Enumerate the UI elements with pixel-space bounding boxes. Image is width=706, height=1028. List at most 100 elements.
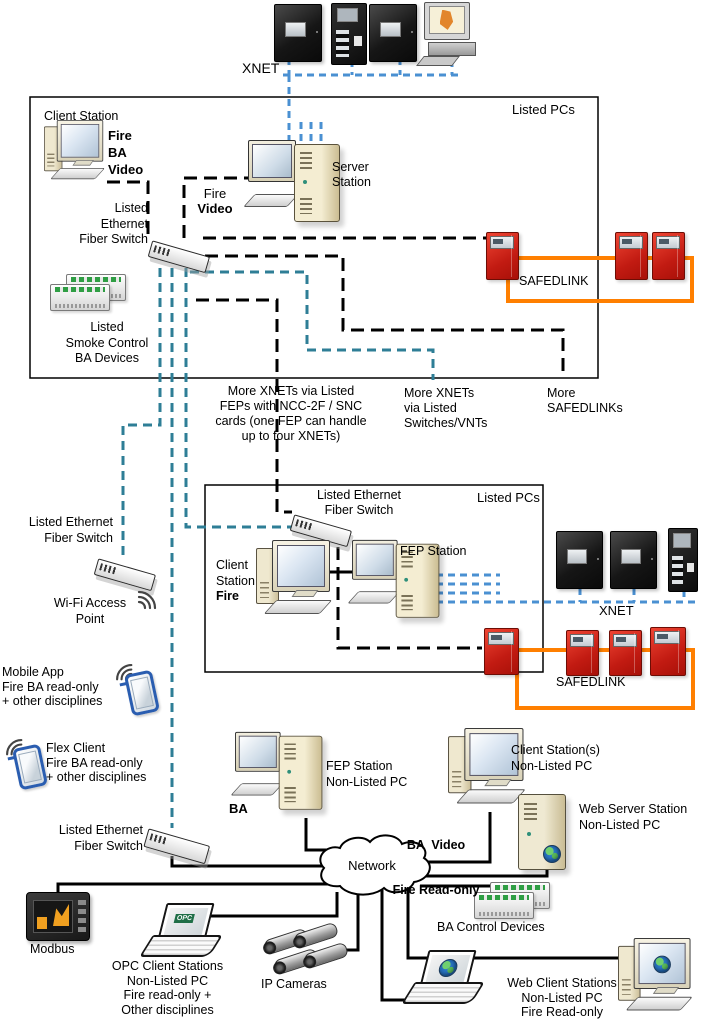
switch-ports [295,519,313,531]
phone-screen [18,750,42,784]
din-module [50,284,110,311]
safedlink2-label: SAFEDLINK [556,675,626,689]
box1-border [29,96,599,379]
web-server-tower-icon [518,794,566,870]
power-led [527,832,531,836]
panel-button [353,36,362,46]
clientb-to-network [418,812,492,864]
webserver-to-network [420,868,549,878]
switch-ports [149,833,167,845]
switch2-label: Listed Ethernet Fiber Switch [316,488,402,517]
xnet-2-label: XNET [599,603,634,618]
switch-ports [153,245,171,257]
monitor [248,140,296,182]
door-seam [640,235,641,277]
web-client-laptop-icon [401,950,485,1006]
monitor [235,731,281,772]
fire-panel-icon [610,531,657,589]
keyboard [455,789,526,804]
lens [271,959,288,977]
globe-icon [543,845,561,863]
box1-title: Listed PCs [512,102,575,117]
monitor-stand [652,987,680,994]
door-seam [677,235,678,277]
laptop-keyboard [401,982,485,1004]
keyboard [243,194,299,207]
box1-to-box2-link [196,298,292,514]
red-panel-icon [615,232,648,280]
vents [452,770,462,788]
panel-display [619,236,644,249]
switch1-label: Listed Ethernet Fiber Switch [79,201,148,246]
more-feps-note: More XNETs via Listed FEPs with NCC-2F /… [215,384,367,443]
monitor [272,540,330,592]
terminals [479,912,529,916]
red-panel-icon [652,232,685,280]
client1-disciplines-label: Fire BA Video [108,128,144,177]
vents [621,979,631,995]
desktop-case [428,42,476,56]
vents [47,153,55,167]
door-seam [634,633,635,673]
din-module [474,892,534,919]
switch-to-server [182,176,252,238]
panel-display [672,533,692,548]
wifi-access-point-label: Wi-Fi Access Point [53,596,127,626]
globe-icon [653,955,671,974]
screen [252,144,292,178]
monitor-stand [291,590,319,597]
fiber-lines [121,268,435,828]
panel-display [490,236,515,249]
lcd [493,239,504,244]
door-seam [511,235,512,277]
keyboard [50,168,106,180]
monitor [633,938,691,989]
vents [284,787,296,803]
smoke-control-label: Listed Smoke Control BA Devices [65,320,149,365]
power-led [287,769,292,774]
terminals [55,287,105,292]
panel-knob [597,557,599,560]
client-stations-nonlisted-icon [448,728,538,808]
fiber-more-xnets-branch [190,270,435,380]
keyboard [625,996,693,1011]
din-device-icon [50,274,126,314]
ip-cameras-label: IP Cameras [261,977,327,991]
keyboard [230,783,284,796]
modbus-to-network [56,882,345,897]
trend-graphic [53,904,69,926]
monitor-stand [72,160,94,166]
switch2-to-safedlink [336,547,482,650]
lens [261,939,278,957]
legacy-pc-icon [416,2,476,66]
box2-border [204,484,544,673]
more-safedlinks-link [205,254,565,378]
monitor [424,2,470,40]
door-seam [678,630,679,673]
monitor [352,539,398,580]
client-station-1 [44,120,114,182]
more-switches-note: More XNETs via Listed Switches/VNTs [404,386,488,430]
terminals [71,277,121,282]
laptop-keyboard [139,935,223,957]
panel-keys [336,30,349,57]
panel-keys [672,556,683,584]
vents [284,743,296,761]
dashed-links [107,176,565,650]
panel-knob [651,557,653,560]
red-panel-icon [609,630,642,676]
switch3-label: Listed Ethernet Fiber Switch [28,515,113,545]
switch4-to-network [170,856,332,868]
ba-control-label: BA Control Devices [437,920,545,934]
network-label: Network [348,858,396,873]
fep3-to-network [304,818,336,852]
vents [300,198,312,214]
monitor-stand [484,779,512,787]
fep-station-2-label: FEP Station [400,544,467,558]
screen-graphic [439,9,454,30]
flex-client-label: Flex Client Fire BA read-only + other di… [46,741,147,784]
lens [291,933,308,951]
power-led [303,179,307,184]
panel-display [620,548,641,565]
server-tower [294,144,340,222]
